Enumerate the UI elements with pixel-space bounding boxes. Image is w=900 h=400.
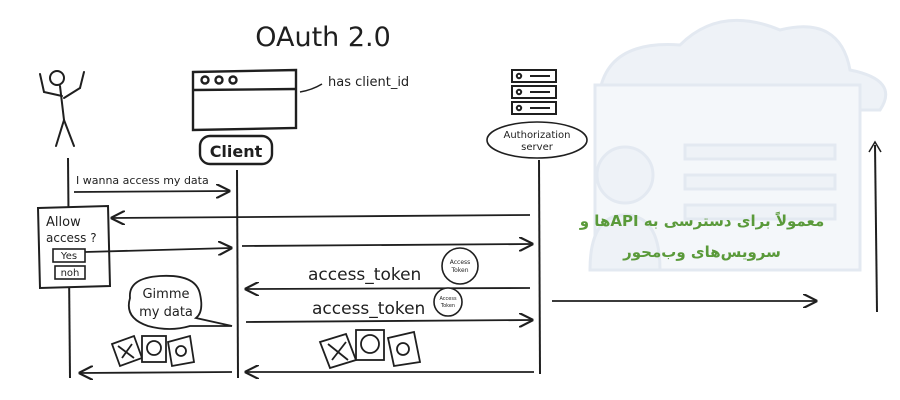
approval-arrow-to-client bbox=[84, 248, 231, 252]
message-1-arrow bbox=[73, 191, 229, 192]
consent-no-box bbox=[54, 265, 86, 280]
server-label-bubble bbox=[486, 121, 588, 159]
consent-dialog: Allow access ? Yes noh bbox=[36, 204, 112, 290]
approval-arrow-to-server bbox=[241, 244, 532, 246]
caption-line1: معمولاً برای دسترسی به APIها و bbox=[579, 212, 825, 230]
client-label: Client bbox=[210, 142, 263, 161]
data-card-icon bbox=[318, 329, 422, 370]
diagram-title: OAuth 2.0 bbox=[255, 22, 391, 53]
token-1-arrow bbox=[246, 288, 531, 289]
speech-bubble bbox=[127, 274, 233, 330]
consent-yes-label: Yes bbox=[60, 251, 77, 262]
server-stack-icon bbox=[511, 69, 557, 115]
token-coin-icon: Access Token bbox=[441, 247, 479, 285]
consent-request-arrow bbox=[112, 215, 531, 218]
token-coin-1-line2: Token bbox=[450, 267, 468, 274]
browser-window-icon bbox=[191, 68, 298, 132]
data-card-icon bbox=[110, 334, 196, 368]
stick-figure-icon bbox=[39, 70, 85, 147]
token-coin-2-line2: Token bbox=[440, 303, 455, 309]
right-up-arrowhead bbox=[868, 140, 882, 153]
token-coin-1-line1: Access bbox=[450, 259, 471, 266]
data-to-user-arrow bbox=[80, 372, 233, 373]
caption-line2: سرویس‌های وب‌محور bbox=[623, 243, 781, 261]
consent-no-label: noh bbox=[61, 268, 80, 279]
speech-bubble-line2: my data bbox=[139, 305, 193, 320]
message-1-label: I wanna access my data bbox=[76, 174, 209, 187]
client-note: has client_id bbox=[328, 75, 409, 90]
client-note-pointer bbox=[299, 83, 323, 93]
client-label-box bbox=[198, 134, 274, 166]
server-label-line2: server bbox=[521, 142, 554, 153]
consent-dialog-line1: Allow bbox=[46, 215, 81, 230]
consent-dialog-line2: access ? bbox=[46, 231, 97, 245]
caption: معمولاً برای دسترسی به APIها و سرویس‌های… bbox=[552, 206, 852, 268]
token-coin-icon: Access Token bbox=[433, 287, 463, 317]
token-2-arrow bbox=[245, 320, 532, 322]
token-coin-2-line1: Access bbox=[439, 296, 457, 302]
speech-bubble-line1: Gimme bbox=[142, 287, 189, 302]
cloud-watermark-icon bbox=[588, 18, 888, 272]
token-2-label: access_token bbox=[312, 299, 425, 319]
server-label-line1: Authorization bbox=[504, 130, 571, 141]
consent-yes-box bbox=[52, 248, 86, 263]
token-1-label: access_token bbox=[308, 265, 421, 285]
